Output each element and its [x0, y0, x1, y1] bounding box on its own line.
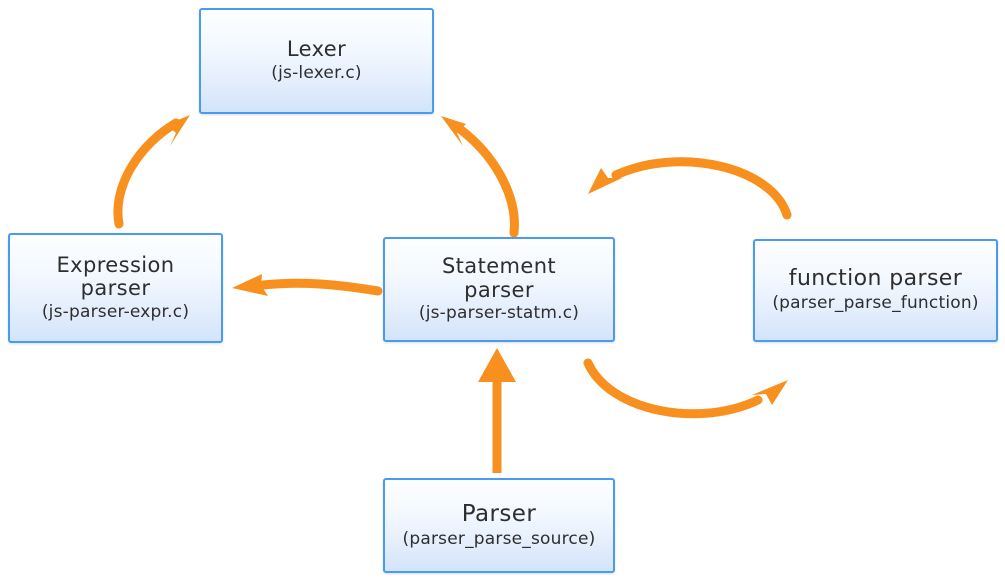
- node-function-parser[interactable]: function parser (parser_parse_function): [753, 239, 998, 342]
- arrow-function-parser-to-statement-parser: [588, 157, 792, 220]
- node-lexer-title: Lexer: [286, 37, 347, 62]
- arrow-expression-parser-to-lexer: [113, 115, 190, 229]
- node-function-parser-subtitle: (parser_parse_function): [772, 293, 979, 314]
- node-parser-subtitle: (parser_parse_source): [402, 528, 596, 549]
- node-lexer-subtitle: (js-lexer.c): [271, 62, 362, 83]
- node-parser[interactable]: Parser (parser_parse_source): [383, 478, 615, 573]
- arrow-statement-parser-to-expression-parser: [232, 274, 383, 296]
- node-expression-parser-subtitle: (js-parser-expr.c): [41, 301, 190, 322]
- node-expression-parser-title: Expression parser: [56, 252, 175, 301]
- node-expression-parser[interactable]: Expression parser (js-parser-expr.c): [8, 233, 223, 343]
- arrow-parser-to-statement-parser: [478, 348, 516, 473]
- node-lexer[interactable]: Lexer (js-lexer.c): [199, 8, 434, 114]
- node-statement-parser-title: Statement parser: [441, 254, 557, 302]
- node-statement-parser[interactable]: Statement parser (js-parser-statm.c): [383, 237, 615, 342]
- arrow-statement-parser-to-function-parser: [583, 358, 788, 419]
- node-function-parser-title: function parser: [788, 266, 963, 292]
- node-parser-title: Parser: [461, 500, 537, 527]
- node-statement-parser-subtitle: (js-parser-statm.c): [418, 303, 580, 324]
- arrow-statement-parser-to-lexer: [441, 116, 519, 238]
